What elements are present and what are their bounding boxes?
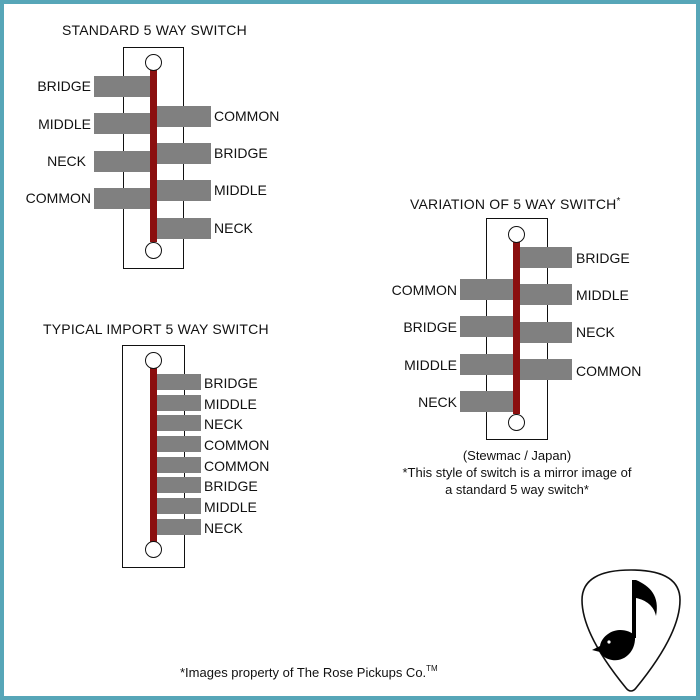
import-right-tab — [156, 457, 201, 473]
variation-note-line: a standard 5 way switch* — [445, 482, 589, 497]
import-right-label: NECK — [204, 416, 243, 432]
standard-top-hole — [145, 54, 162, 71]
variation-switch-title: VARIATION OF 5 WAY SWITCH* — [410, 196, 621, 212]
standard-left-tab — [94, 76, 154, 97]
guitar-pick-icon — [581, 569, 681, 692]
standard-left-label: MIDDLE — [38, 116, 91, 132]
variation-left-label: COMMON — [391, 282, 457, 298]
import-bottom-hole — [145, 541, 162, 558]
variation-left-label: MIDDLE — [404, 357, 457, 373]
import-right-label: MIDDLE — [204, 499, 257, 515]
import-right-label: MIDDLE — [204, 396, 257, 412]
variation-note-line: *This style of switch is a mirror image … — [402, 465, 632, 480]
standard-switch-bar — [150, 70, 157, 242]
variation-top-hole — [508, 226, 525, 243]
variation-left-tab — [460, 391, 517, 412]
variation-left-label: NECK — [418, 394, 457, 410]
import-switch-title: TYPICAL IMPORT 5 WAY SWITCH — [43, 321, 269, 337]
import-right-tab — [156, 374, 201, 390]
import-right-tab — [156, 395, 201, 411]
copyright-footer: *Images property of The Rose Pickups Co.… — [180, 664, 438, 680]
variation-note-line: (Stewmac / Japan) — [462, 448, 572, 463]
import-right-tab — [156, 415, 201, 431]
standard-right-tab — [154, 218, 211, 239]
import-right-label: BRIDGE — [204, 375, 258, 391]
import-right-label: BRIDGE — [204, 478, 258, 494]
variation-right-tab — [517, 247, 572, 268]
standard-right-label: COMMON — [214, 108, 280, 124]
import-switch-bar — [150, 368, 157, 542]
standard-left-tab — [94, 188, 154, 209]
standard-right-tab — [154, 143, 211, 164]
standard-right-tab — [154, 180, 211, 201]
variation-title-asterisk: * — [616, 196, 621, 207]
import-right-tab — [156, 498, 201, 514]
standard-left-label: BRIDGE — [37, 78, 91, 94]
trademark-mark: TM — [426, 664, 438, 673]
standard-right-tab — [154, 106, 211, 127]
import-right-label: COMMON — [204, 437, 270, 453]
import-right-tab — [156, 477, 201, 493]
variation-right-tab — [517, 322, 572, 343]
standard-left-label: NECK — [47, 153, 86, 169]
variation-left-tab — [460, 354, 517, 375]
standard-switch-title: STANDARD 5 WAY SWITCH — [62, 22, 247, 38]
variation-right-label: COMMON — [576, 363, 642, 379]
import-right-label: NECK — [204, 520, 243, 536]
standard-right-label: MIDDLE — [214, 182, 267, 198]
standard-left-tab — [94, 151, 154, 172]
variation-right-label: NECK — [576, 324, 615, 340]
variation-right-label: BRIDGE — [576, 250, 630, 266]
standard-left-tab — [94, 113, 154, 134]
import-right-label: COMMON — [204, 458, 270, 474]
standard-bottom-hole — [145, 242, 162, 259]
guitar-pick-music-note-logo — [576, 566, 686, 694]
variation-left-tab — [460, 316, 517, 337]
import-right-tab — [156, 519, 201, 535]
variation-left-label: BRIDGE — [403, 319, 457, 335]
variation-bottom-hole — [508, 414, 525, 431]
standard-left-label: COMMON — [25, 190, 91, 206]
standard-right-label: NECK — [214, 220, 253, 236]
import-right-tab — [156, 436, 201, 452]
standard-right-label: BRIDGE — [214, 145, 268, 161]
variation-right-label: MIDDLE — [576, 287, 629, 303]
variation-right-tab — [517, 359, 572, 380]
variation-left-tab — [460, 279, 517, 300]
import-top-hole — [145, 352, 162, 369]
variation-right-tab — [517, 284, 572, 305]
variation-switch-bar — [513, 242, 520, 414]
